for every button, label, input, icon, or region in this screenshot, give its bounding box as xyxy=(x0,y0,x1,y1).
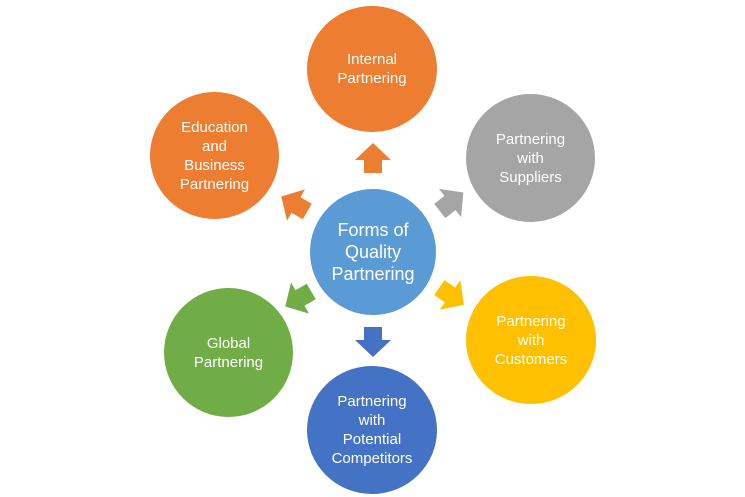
center-node-label: Forms of Quality Partnering xyxy=(331,220,415,284)
node-partnering-with-customers: Partnering with Customers xyxy=(466,276,596,404)
arrow-to-internal xyxy=(355,143,391,173)
arrow-to-global xyxy=(285,282,316,314)
node-global-partnering: Global Partnering xyxy=(164,288,293,417)
node-education-and-business-partnering: Education and Business Partnering xyxy=(150,92,279,219)
node-label: Internal Partnering xyxy=(337,51,407,87)
node-label: Global Partnering xyxy=(193,334,264,371)
node-label: Partnering with Customers xyxy=(494,312,568,368)
node-partnering-with-potential-competitors: Partnering with Potential Competitors xyxy=(307,366,437,494)
arrow-to-suppliers xyxy=(434,188,464,219)
node-partnering-with-suppliers: Partnering with Suppliers xyxy=(466,94,595,222)
node-label: Partnering with Potential Competitors xyxy=(331,393,413,467)
node-label: Education and Business Partnering xyxy=(179,118,250,193)
node-internal-partnering: Internal Partnering xyxy=(307,6,437,132)
arrow-to-education xyxy=(281,189,312,221)
arrow-to-customers xyxy=(434,280,464,310)
arrow-to-competitors xyxy=(355,327,391,357)
node-label: Partnering with Suppliers xyxy=(495,130,566,186)
center-node: Forms of Quality Partnering xyxy=(308,187,438,317)
